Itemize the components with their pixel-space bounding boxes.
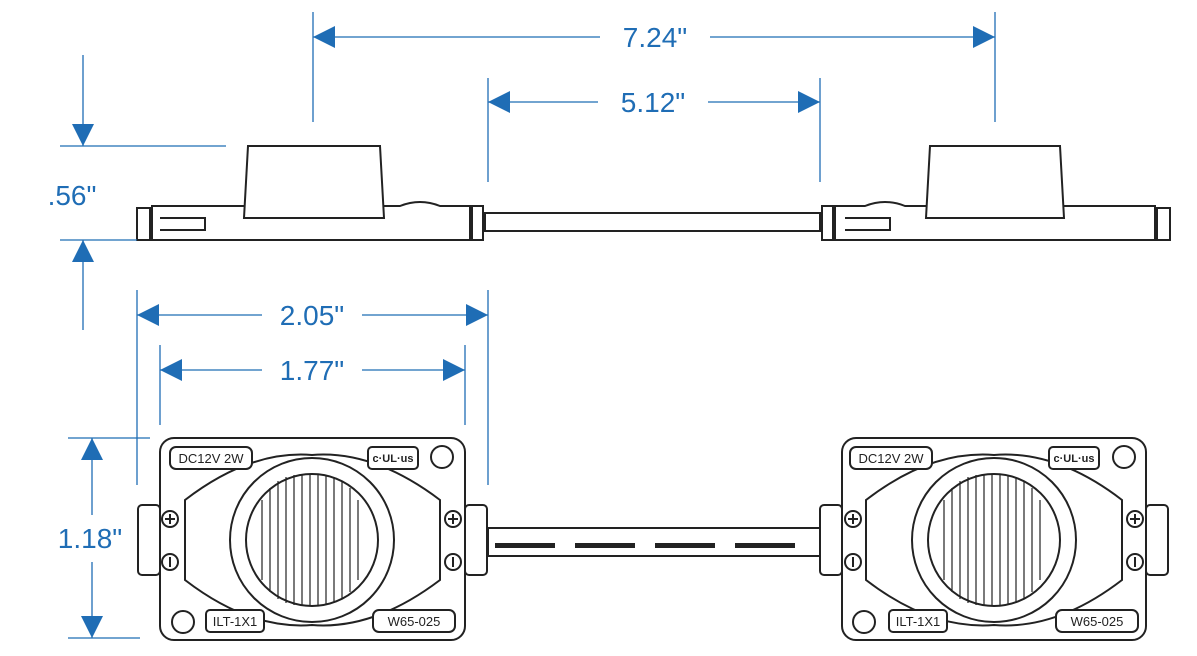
plus-terminal-icon [844,510,862,528]
plus-terminal-icon [161,510,179,528]
mount-hole-top-right-icon [1112,445,1136,469]
ul-box [367,446,419,470]
model-box [888,609,948,633]
dim-module-length-label: 2.05" [280,300,344,331]
model-box [205,609,265,633]
rating-label: DC12V 2W [178,451,244,466]
rating-box [849,446,933,470]
side-module-left [136,145,484,241]
top-module-right [819,437,1169,641]
top-cable [487,527,821,557]
lens-ribs-left [261,474,359,606]
minus-terminal-icon [161,553,179,571]
plus-terminal-icon [1126,510,1144,528]
part-label: W65-025 [388,614,441,629]
rating-label: DC12V 2W [858,451,924,466]
rating-box [169,446,253,470]
minus-terminal-icon [444,553,462,571]
top-view: DC12V 2W c·UL·us ILT-1X1 W65-025 [137,437,1169,641]
cable-wire-slots [495,543,795,548]
ul-mark-label: c·UL·us [373,453,414,465]
model-label: ILT-1X1 [213,614,258,629]
side-module-right [821,145,1171,241]
minus-terminal-icon [1126,553,1144,571]
dim-module-spacing-label: 5.12" [621,87,685,118]
side-cable [484,212,821,232]
part-label: W65-025 [1071,614,1124,629]
plus-terminal-icon [444,510,462,528]
dimension-lines [60,12,996,639]
minus-terminal-icon [844,553,862,571]
dim-overall-length-label: 7.24" [623,22,687,53]
model-label: ILT-1X1 [896,614,941,629]
ul-box [1048,446,1100,470]
ul-mark-label: c·UL·us [1054,453,1095,465]
mount-hole-bottom-left-icon [171,610,195,634]
dim-module-width-label: 1.18" [58,523,122,554]
top-module-left [137,437,488,641]
dim-body-length-label: 1.77" [280,355,344,386]
dim-module-height-label: .56" [48,180,97,211]
side-view [136,145,1171,241]
mount-hole-top-right-icon [430,445,454,469]
part-box [372,609,456,633]
mount-hole-bottom-left-icon [852,610,876,634]
part-box [1055,609,1139,633]
lens-ribs-right [943,474,1041,606]
